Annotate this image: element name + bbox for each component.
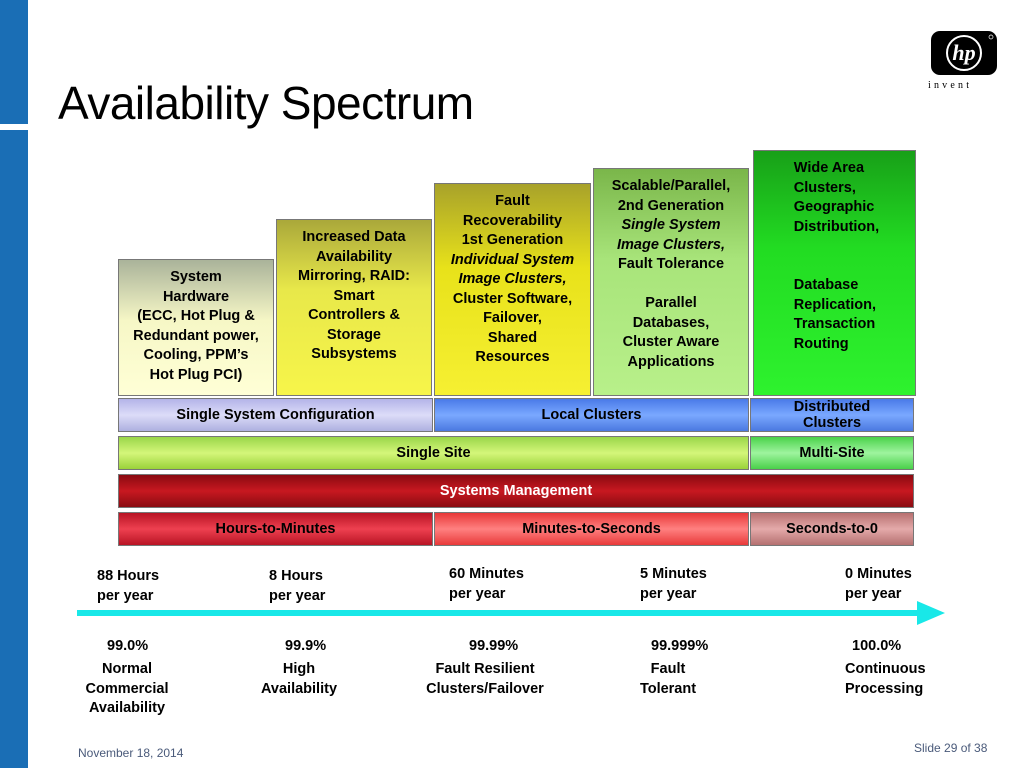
column-line: Mirroring, RAID: (298, 268, 410, 284)
column-line (794, 237, 879, 257)
availability-level-name: Continuous Processing (845, 661, 926, 697)
side-bar-notch (0, 124, 28, 130)
bar-hours-to-minutes: Hours-to-Minutes (118, 512, 433, 546)
column-line: Hot Plug PCI) (149, 366, 243, 383)
column-line (612, 275, 731, 295)
column-line: Clusters, (793, 179, 856, 196)
column-line: Scalable/Parallel, (611, 178, 731, 194)
column-line: Cooling, PPM’s (143, 347, 249, 363)
bar-minutes-to-seconds: Minutes-to-Seconds (434, 512, 749, 546)
bar-single-system-configuration: Single System Configuration (118, 398, 433, 432)
column-line: Fault Tolerance (617, 256, 725, 272)
column-line: Failover, (483, 310, 542, 326)
bar-systems-management: Systems Management (118, 474, 914, 508)
slide-title: Availability Spectrum (58, 77, 474, 129)
column-line: Database (793, 277, 859, 293)
column-line: Smart (333, 287, 375, 304)
slide-date: November 18, 2014 (78, 746, 184, 760)
column-line: Subsystems (311, 346, 397, 362)
column-line: Parallel (645, 295, 697, 311)
column-line-italic: Image Clusters, (617, 236, 725, 253)
svg-text:hp: hp (952, 40, 975, 65)
downtime-label: 5 Minutes per year (640, 566, 707, 602)
column-line: Hardware (162, 288, 230, 305)
column-line: (ECC, Hot Plug & (137, 308, 255, 324)
hp-tagline: invent (928, 80, 973, 91)
column-line: Routing (793, 335, 849, 352)
column-line-italic: Single System (621, 217, 721, 233)
column-line: Wide Area (793, 160, 865, 176)
downtime-label: 88 Hours per year (97, 568, 160, 604)
slide-number: Slide 29 of 38 (914, 741, 988, 755)
bar-distributed-clusters-label: Distributed Clusters (793, 399, 871, 431)
availability-level-name: High Availability (260, 661, 338, 697)
column-line (794, 257, 879, 277)
availability-level-name: Fault Tolerant (639, 661, 697, 697)
bar-single-site: Single Site (118, 436, 749, 470)
column-line: Recoverability (462, 212, 563, 229)
column-line: Transaction (793, 316, 876, 332)
column-line: Cluster Aware (622, 334, 720, 350)
column-line: Applications (627, 353, 715, 370)
column-line: Resources (475, 349, 550, 365)
column-line: Distribution, (793, 218, 880, 235)
hp-logo-icon: hp (931, 31, 997, 75)
downtime-label: 8 Hours per year (269, 568, 326, 604)
bar-multi-site: Multi-Site (750, 436, 914, 470)
availability-level-name: Normal Commercial Availability (85, 661, 169, 716)
availability-percent: 99.999% (651, 638, 709, 654)
column-line: Availability (315, 248, 393, 265)
bar-local-clusters: Local Clusters (434, 398, 749, 432)
column-line: Databases, (632, 314, 710, 331)
column-line: Cluster Software, (452, 290, 573, 307)
column-line: 1st Generation (461, 232, 564, 248)
availability-percent: 99.9% (285, 638, 327, 654)
column-line: 2nd Generation (617, 197, 725, 214)
slide-side-bar (0, 0, 28, 768)
column-line: Shared (487, 329, 538, 346)
availability-level-name: Fault Resilient Clusters/Failover (426, 661, 544, 697)
availability-percent: 100.0% (852, 638, 902, 654)
column-line: Controllers & (308, 307, 400, 323)
bar-seconds-to-0: Seconds-to-0 (750, 512, 914, 546)
column-line-italic: Image Clusters, (458, 271, 567, 287)
column-line: Geographic (793, 199, 875, 215)
column-line: Fault (495, 193, 530, 209)
downtime-label: 60 Minutes per year (449, 566, 524, 602)
column-line: Increased Data (302, 229, 406, 245)
spectrum-arrow (77, 601, 945, 625)
column-line: Redundant power, (133, 327, 259, 344)
column-line: System (170, 269, 222, 285)
availability-percent: 99.0% (107, 638, 149, 654)
bar-distributed-clusters: Distributed Clusters (750, 398, 914, 432)
column-line: Storage (327, 326, 381, 343)
downtime-label: 0 Minutes per year (845, 566, 912, 602)
availability-percent: 99.99% (469, 638, 519, 654)
column-line-italic: Individual System (450, 251, 575, 268)
hp-logo: hp invent (926, 30, 998, 92)
column-line: Replication, (793, 296, 876, 313)
